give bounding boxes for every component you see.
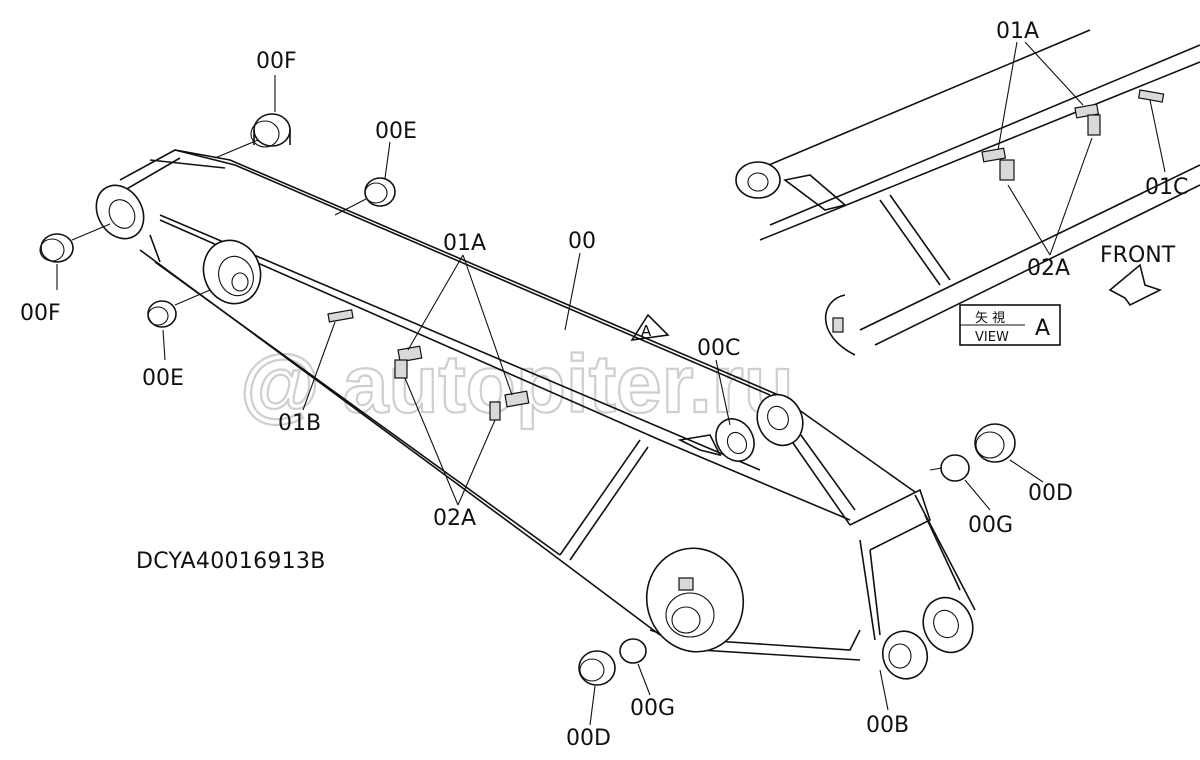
view-marker-letter: A [641,322,652,340]
bushing-00E-top [364,177,396,207]
drawing-code: DCYA40016913B [136,549,326,574]
callout-02A-view: 02A [1027,256,1070,281]
seal-00G-bottom [619,638,647,664]
bushing-00F-left [39,233,74,263]
callout-00F-top: 00F [256,49,297,74]
callout-00G-bottom: 00G [630,696,675,721]
callout-00: 00 [568,229,596,254]
callout-00B: 00B [866,713,909,738]
view-box-kanji: 矢 視 [975,311,1005,326]
callout-00E-top: 00E [375,119,417,144]
view-box-letter: A [1035,316,1050,341]
bushing-00E-left [147,300,177,328]
callout-01C: 01C [1145,175,1188,200]
callout-00C: 00C [697,336,740,361]
callout-labels: 00F 00F 00E 00E 01A 01A 00 01B 02A 02A 0… [20,19,1188,751]
watermark: @ autopiter.ru [240,339,794,430]
bushing-00D-right [974,423,1016,463]
callout-00E-left: 00E [142,366,184,391]
view-box-view: VIEW [975,330,1009,345]
view-a-inset [735,29,1200,356]
view-a-box: 矢 視 VIEW A [959,304,1061,346]
bushing-00F-top [250,113,291,148]
callout-00D-right: 00D [1028,481,1073,506]
front-arrow: FRONT [1100,243,1176,307]
callout-00F-left: 00F [20,301,61,326]
bushing-00D-bottom [578,650,616,686]
callout-02A: 02A [433,506,476,531]
front-label: FRONT [1100,243,1176,268]
callout-01A: 01A [443,231,486,256]
callout-01A-view: 01A [996,19,1039,44]
callout-00D-bottom: 00D [566,726,611,751]
seal-00G-right [940,454,970,482]
leader-lines [56,41,1166,726]
callout-00G-right: 00G [968,513,1013,538]
callout-01B: 01B [278,411,321,436]
